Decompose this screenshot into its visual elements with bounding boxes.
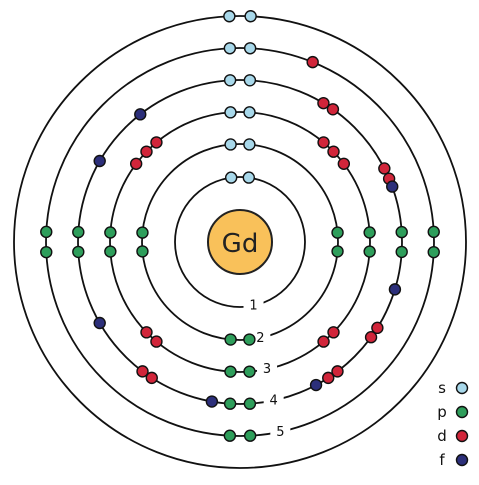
- electron-d: [136, 365, 149, 378]
- electron-p: [243, 365, 256, 378]
- electron-d: [129, 157, 143, 170]
- legend-label-d: d: [437, 427, 447, 445]
- electron-d: [337, 157, 351, 170]
- nucleus-symbol: Gd: [222, 229, 259, 259]
- electron-d: [306, 55, 319, 69]
- shell-rings: 1 2 3 4 5: [13, 15, 467, 469]
- electron-p: [40, 225, 53, 239]
- electron-p: [72, 225, 85, 239]
- electron-p: [104, 226, 117, 239]
- shell-number-label: 1: [249, 299, 257, 314]
- electron-f: [93, 154, 106, 168]
- nucleus-circle: [207, 209, 273, 275]
- electron-d: [331, 365, 344, 378]
- electron-p: [223, 397, 237, 410]
- electron-p: [427, 225, 440, 239]
- shell-ring: [174, 176, 306, 308]
- electron-s: [224, 138, 237, 151]
- electron-p: [363, 226, 376, 239]
- electron-s: [223, 74, 237, 87]
- electron-d: [145, 371, 158, 385]
- electron-p: [136, 245, 149, 258]
- electron-d: [317, 136, 330, 149]
- electrons: [40, 10, 440, 442]
- shell-number-label: 3: [263, 362, 271, 377]
- shell-number-label: 4: [270, 393, 278, 408]
- electron-s: [224, 171, 238, 184]
- electron-s: [243, 138, 256, 151]
- shell-label-background: [270, 420, 291, 439]
- electron-d: [327, 326, 340, 339]
- electron-f: [134, 108, 147, 121]
- electron-s: [242, 171, 256, 184]
- shell-ring: [77, 79, 403, 405]
- electron-p: [104, 245, 117, 258]
- electron-p: [331, 245, 344, 258]
- electron-s: [243, 74, 257, 87]
- electron-d: [140, 326, 153, 339]
- legend-label-p: p: [437, 403, 447, 421]
- electron-d: [140, 145, 153, 158]
- electron-s: [243, 42, 257, 55]
- electron-s: [244, 10, 257, 23]
- electron-p: [72, 245, 85, 259]
- electron-s: [223, 10, 236, 23]
- electron-d: [317, 335, 330, 348]
- electron-d: [326, 103, 340, 116]
- electron-p: [427, 245, 440, 259]
- electron-d: [327, 145, 340, 158]
- electron-p: [224, 333, 237, 346]
- legend-label-s: s: [438, 379, 446, 397]
- shell-label-background: [257, 358, 278, 377]
- electron-d: [150, 335, 163, 348]
- nucleus: Gd: [207, 209, 273, 275]
- electron-s: [243, 106, 256, 119]
- electron-s: [223, 42, 237, 55]
- shell-ring: [13, 15, 467, 469]
- shell-ring: [141, 143, 339, 341]
- shell-label-background: [243, 294, 264, 313]
- electron-p: [224, 365, 237, 378]
- legend-swatch-s: [455, 381, 469, 395]
- electron-f: [388, 283, 402, 296]
- shell-number-label: 2: [256, 331, 264, 346]
- electron-f: [386, 180, 399, 193]
- electron-p: [395, 225, 408, 239]
- electron-d: [364, 331, 378, 344]
- electron-d: [322, 371, 335, 385]
- legend-swatch-p: [455, 405, 469, 419]
- electron-d: [371, 321, 384, 335]
- electron-p: [40, 245, 53, 259]
- electron-p: [136, 226, 149, 239]
- electron-f: [93, 316, 106, 330]
- electron-p: [331, 226, 344, 239]
- shell-label-background: [263, 389, 284, 408]
- shell-ring: [109, 111, 371, 373]
- legend-swatch-d: [455, 429, 469, 443]
- electron-p: [223, 429, 237, 442]
- electron-p: [395, 245, 408, 259]
- shell-ring: [45, 47, 435, 437]
- electron-p: [363, 245, 376, 258]
- legend-label-f: f: [439, 451, 445, 469]
- electron-f: [205, 395, 219, 408]
- electron-d: [150, 136, 163, 149]
- electron-s: [224, 106, 237, 119]
- electron-p: [243, 429, 257, 442]
- electron-d: [317, 96, 330, 110]
- shell-number-label: 5: [276, 425, 284, 440]
- legend-swatch-f: [455, 453, 469, 467]
- electron-p: [243, 397, 257, 410]
- electron-f: [309, 378, 323, 392]
- electron-p: [243, 333, 256, 346]
- electron-d: [378, 162, 391, 175]
